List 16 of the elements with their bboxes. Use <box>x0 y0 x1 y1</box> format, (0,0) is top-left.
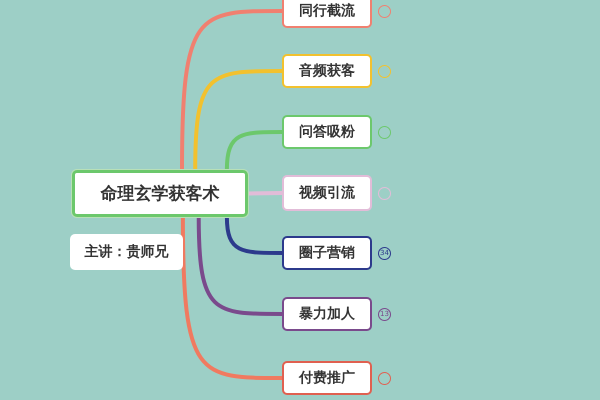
branch-box: 问答吸粉 <box>282 115 372 149</box>
branch-line <box>224 130 282 170</box>
branch-line <box>224 216 282 255</box>
topic-box: 命理玄学获客术 <box>72 170 248 217</box>
branch-line <box>248 191 282 196</box>
branch-line <box>193 69 282 170</box>
branch-line <box>196 216 282 316</box>
branch-line <box>180 9 282 170</box>
branch-box: 付费推广 <box>282 361 372 395</box>
branch-line <box>180 216 282 380</box>
branch-box: 圈子营销 <box>282 236 372 270</box>
branch-box: 音频获客 <box>282 54 372 88</box>
branch-box: 视频引流 <box>282 175 372 211</box>
branch-box: 同行截流 <box>282 0 372 28</box>
speaker-box: 主讲：贵师兄 <box>70 234 183 270</box>
branch-box: 暴力加人 <box>282 297 372 331</box>
